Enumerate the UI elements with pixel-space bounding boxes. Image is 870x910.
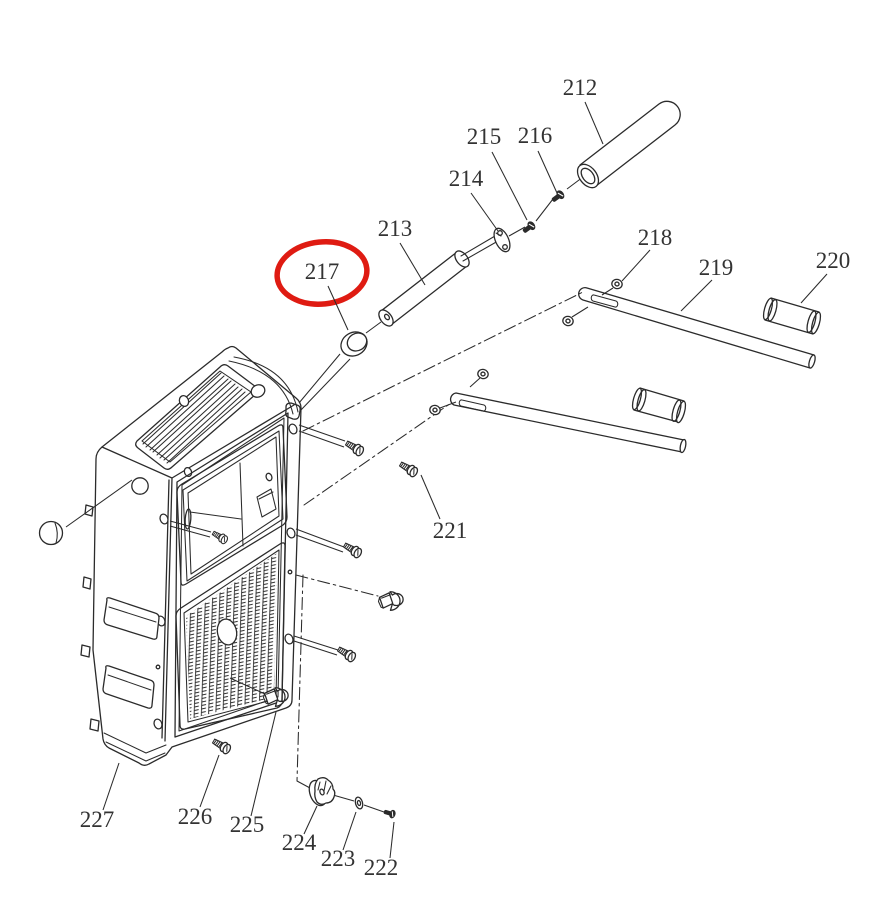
leader-line-225 — [250, 711, 277, 817]
part-219-rod-upper — [578, 287, 816, 369]
part-label-218: 218 — [638, 225, 673, 250]
part-227-housing — [38, 345, 302, 766]
washer-lower — [476, 367, 490, 381]
leader-line-215 — [491, 151, 528, 221]
part-label-215: 215 — [467, 124, 502, 149]
corner-boss — [131, 477, 149, 495]
part-225-clip-upper — [376, 589, 405, 613]
part-label-212: 212 — [563, 75, 598, 100]
rod-lower — [449, 392, 687, 454]
top-round-hole — [250, 384, 266, 398]
part-label-220: 220 — [816, 248, 851, 273]
leader-lines — [102, 101, 828, 859]
window-opening — [169, 424, 288, 586]
washer-lower — [428, 403, 442, 417]
part-212-tube — [576, 100, 681, 189]
grip-lower — [631, 387, 687, 424]
part-label-217: 217 — [305, 259, 340, 284]
part-224-knob — [308, 777, 336, 807]
part-label-216: 216 — [518, 123, 553, 148]
leader-line-221 — [420, 474, 441, 520]
screw-upper — [343, 438, 366, 458]
part-label-226: 226 — [178, 804, 213, 829]
screw-low — [335, 644, 358, 664]
part-label-224: 224 — [282, 830, 317, 855]
construction-lines — [229, 176, 614, 813]
leader-line-220 — [800, 273, 828, 304]
top-vent-screw-hole — [178, 394, 190, 408]
part-label-214: 214 — [449, 166, 484, 191]
screw-mid — [341, 540, 364, 560]
leader-line-217 — [327, 285, 349, 331]
lower-grille — [175, 542, 286, 730]
part-214-link — [493, 227, 511, 253]
leader-line-218 — [621, 249, 651, 282]
part-label-225: 225 — [230, 812, 265, 837]
part-label-222: 222 — [364, 855, 399, 880]
part-226-screw — [210, 736, 233, 756]
part-label-223: 223 — [321, 846, 356, 871]
part-220-grip — [762, 297, 822, 335]
leader-line-212 — [584, 101, 604, 145]
part-221-screw — [397, 459, 420, 479]
side-cap — [38, 520, 64, 546]
side-latches — [102, 597, 160, 709]
part-label-227: 227 — [80, 807, 115, 832]
leader-line-226 — [199, 754, 220, 808]
grille-center-hole — [216, 618, 238, 646]
part-label-221: 221 — [433, 518, 468, 543]
leader-line-227 — [102, 762, 120, 811]
leader-line-216 — [537, 150, 558, 194]
leader-line-213 — [399, 242, 426, 286]
leader-line-223 — [342, 811, 357, 851]
part-216-screw — [549, 188, 566, 205]
part-label-219: 219 — [699, 255, 734, 280]
part-213-rod — [378, 235, 500, 327]
part-223-washer — [354, 796, 364, 810]
housing-foot — [103, 732, 167, 762]
part-222-screw — [382, 807, 397, 820]
part-217-cap — [340, 331, 368, 357]
leader-line-219 — [680, 279, 713, 312]
side-tabs — [80, 504, 100, 732]
part-label-213: 213 — [378, 216, 413, 241]
leader-line-214 — [470, 192, 499, 232]
leader-line-224 — [303, 805, 318, 835]
leader-line-222 — [389, 821, 395, 859]
highlight-ellipse-217 — [274, 239, 370, 307]
